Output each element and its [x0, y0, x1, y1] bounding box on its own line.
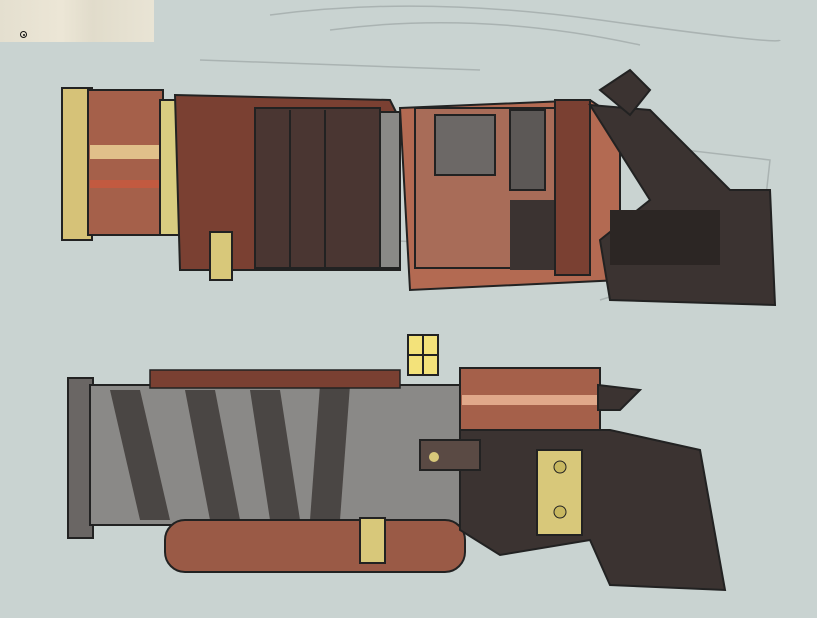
brush-cursor-icon	[20, 31, 27, 38]
top-weapon	[61, 68, 777, 307]
bottom-weapon	[67, 334, 727, 592]
